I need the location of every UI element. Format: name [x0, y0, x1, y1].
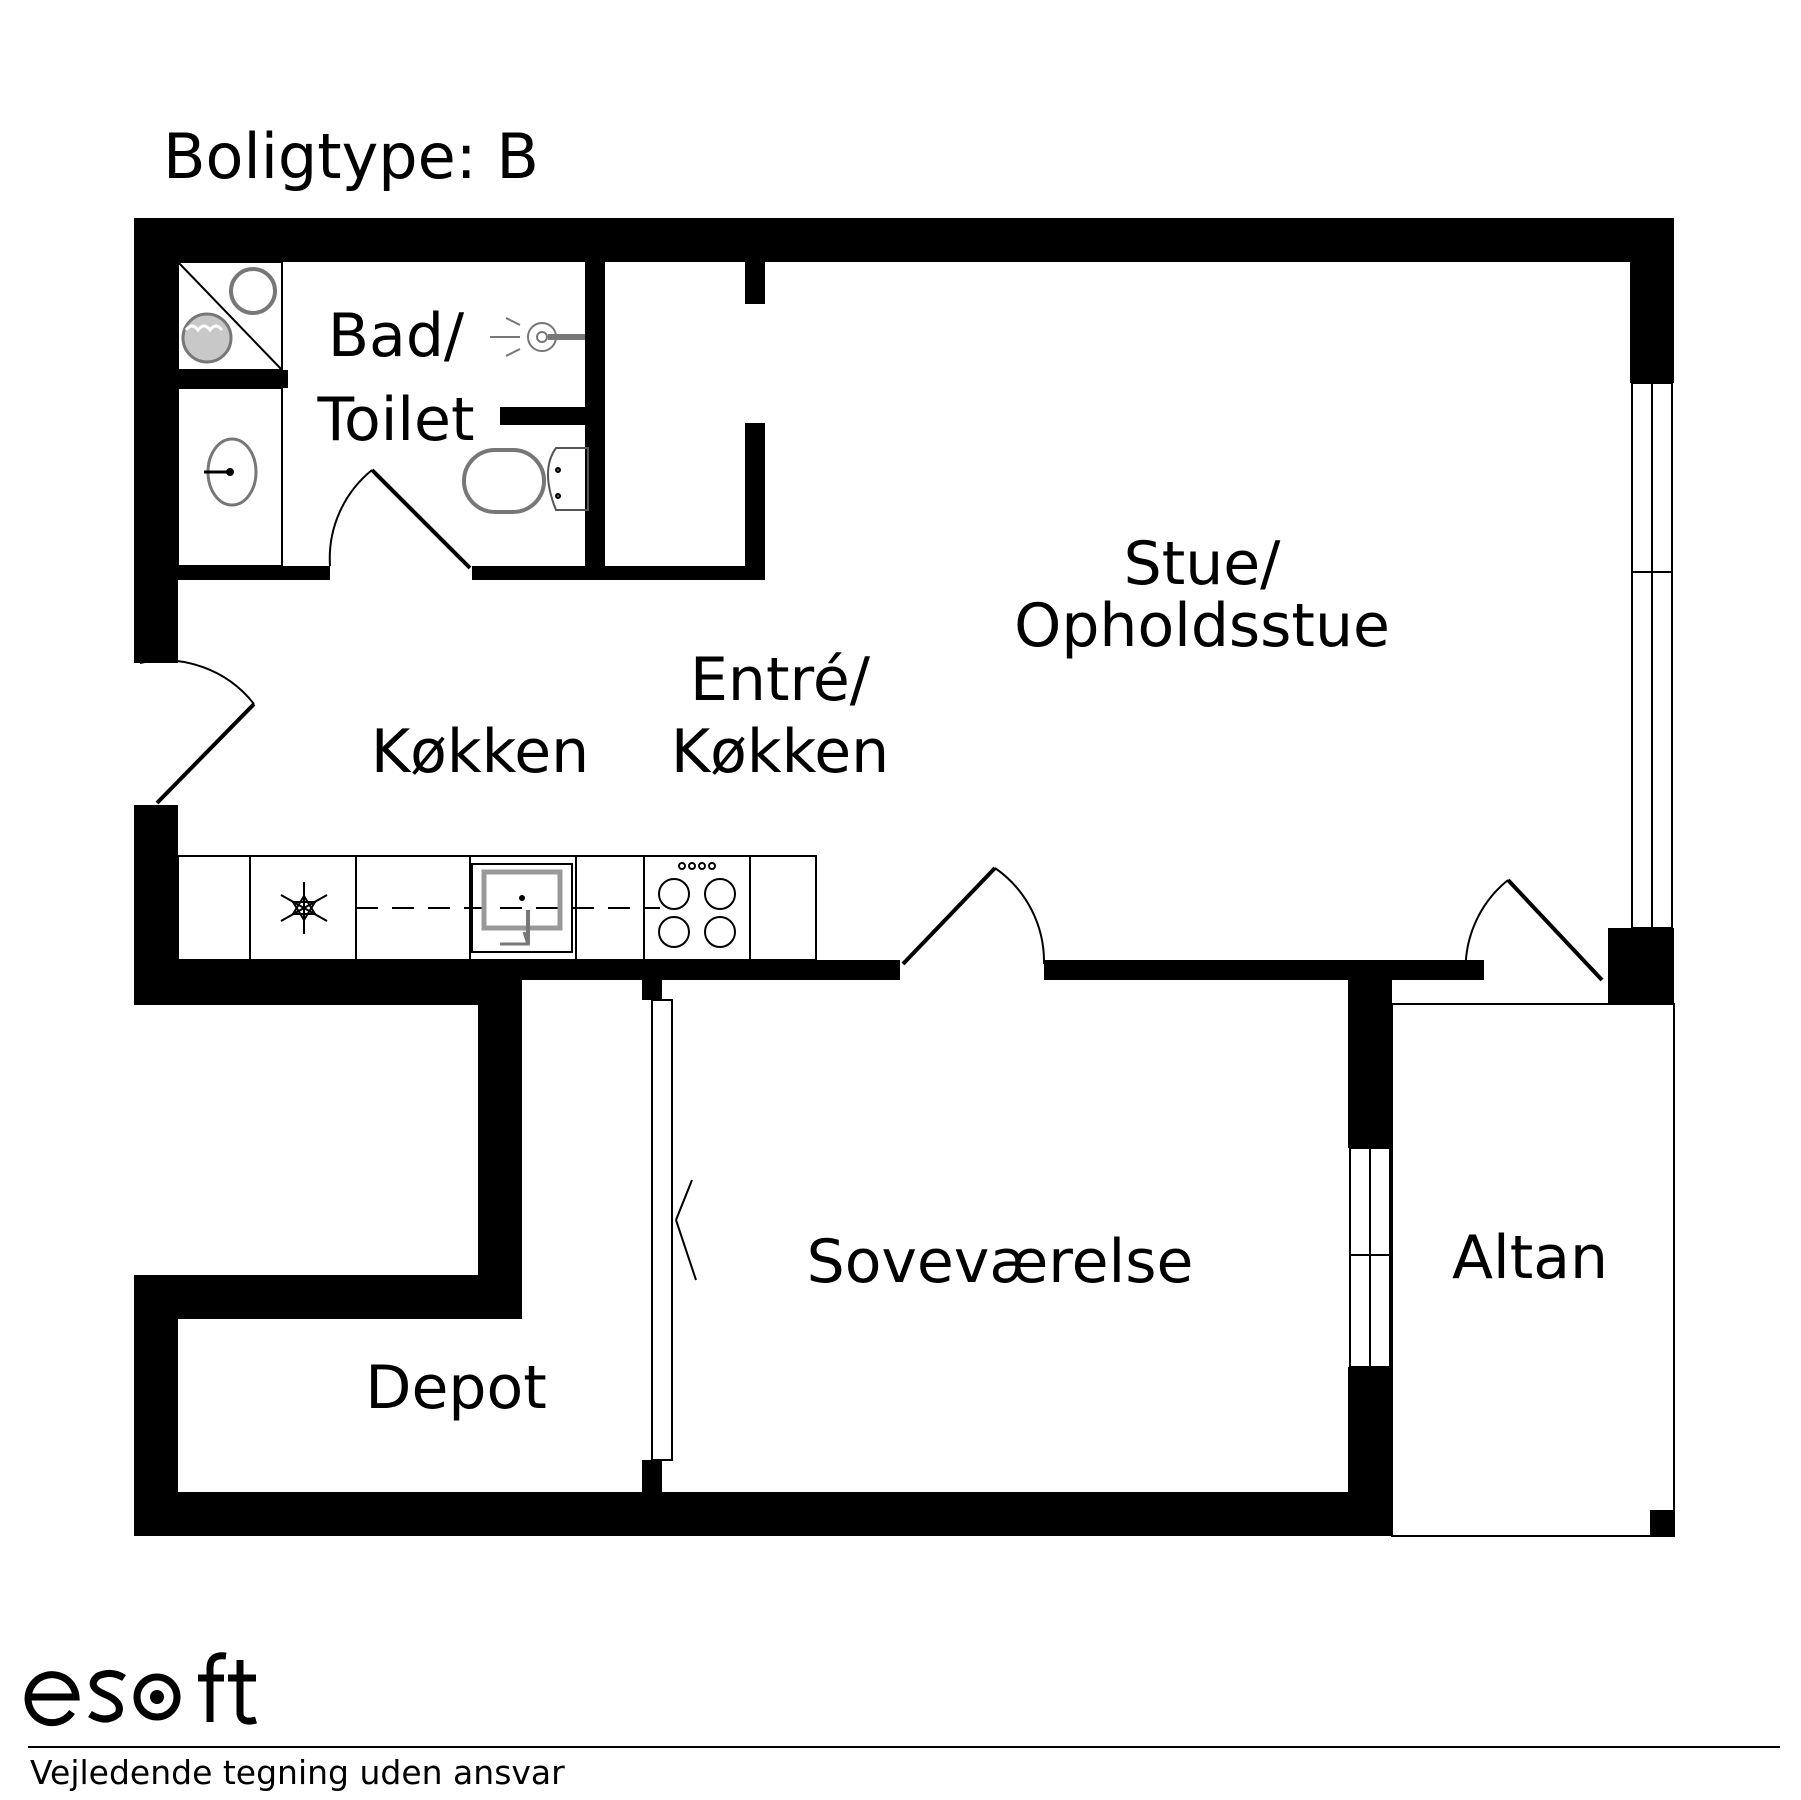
room-label-toilet: Toilet [317, 385, 475, 455]
washing-machine-icon [181, 312, 233, 364]
room-label-altan: Altan [1451, 1223, 1609, 1293]
room-label-kokken: Køkken [370, 717, 590, 787]
room-label-stue: Stue/ [1123, 529, 1281, 599]
room-label-bad: Bad/ [327, 301, 465, 371]
room-label-opholdsstue: Opholdsstue [1014, 591, 1390, 661]
room-label-sovevaerelse: Soveværelse [806, 1227, 1194, 1297]
room-label-depot: Depot [365, 1353, 547, 1423]
stove-hob-icon [658, 862, 736, 948]
kitchen-sink-icon [471, 863, 573, 953]
window-icon [651, 382, 1675, 1537]
tap-icon [490, 317, 585, 357]
toilet-icon [462, 447, 589, 514]
plan-title: Boligtype: B [163, 120, 539, 193]
footer-disclaimer: Vejledende tegning uden ansvar [30, 1753, 565, 1792]
walls [134, 218, 1674, 1536]
room-label-entre: Entré/ [690, 645, 870, 715]
room-label-entre-kokken: Køkken [670, 717, 890, 787]
logo-text: esoft [24, 1648, 242, 1755]
esoft-logo-icon [24, 1652, 257, 1727]
sink-icon [177, 387, 283, 567]
freezer-snowflake-icon [280, 882, 328, 934]
door-swing-icon [139, 468, 1604, 1281]
kitchen-counter [177, 855, 817, 961]
shower-icon [177, 261, 283, 371]
footer-divider [28, 1746, 1780, 1748]
